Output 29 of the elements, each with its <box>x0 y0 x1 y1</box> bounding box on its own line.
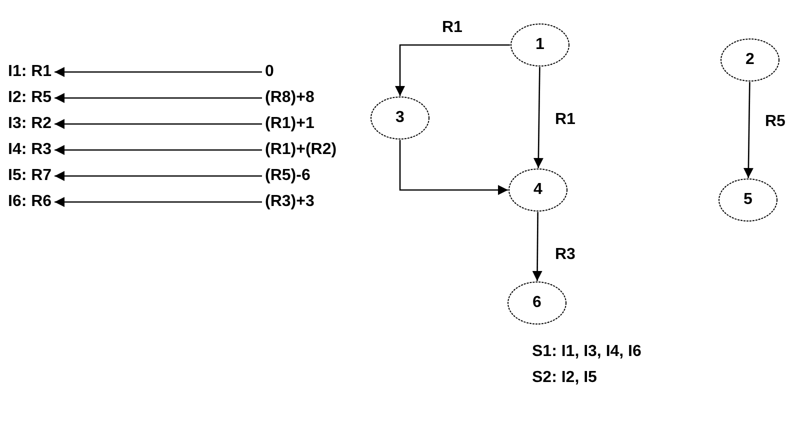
instruction-text: I3: R2 <box>8 114 52 134</box>
arrow <box>54 119 262 129</box>
arrow <box>54 145 262 155</box>
expression-text: (R1)+1 <box>265 114 314 134</box>
numbered-circle: 5 <box>718 178 778 222</box>
numbered-circle: 4 <box>508 168 568 212</box>
arrow <box>54 197 262 207</box>
instruction-text: I2: R5 <box>8 88 52 108</box>
arrow <box>743 82 754 178</box>
arrow <box>533 67 544 168</box>
numbered-circle: 1 <box>510 23 570 67</box>
numbered-circle: 6 <box>507 281 567 325</box>
instruction-text: I1: R1 <box>8 62 52 82</box>
expression-text: (R1)+(R2) <box>265 140 337 160</box>
instruction-text: I5: R7 <box>8 166 52 186</box>
expression-text: (R8)+8 <box>265 88 314 108</box>
expression-text: 0 <box>265 62 274 82</box>
arrow <box>54 171 262 181</box>
instruction-text: I4: R3 <box>8 140 52 160</box>
arrow <box>54 67 262 77</box>
numbered-circle: 2 <box>720 38 780 82</box>
numbered-circle: 3 <box>370 96 430 140</box>
expression-text: (R3)+3 <box>265 192 314 212</box>
arrow <box>532 212 542 281</box>
instruction-text: I6: R6 <box>8 192 52 212</box>
expression-text: (R5)-6 <box>265 166 310 186</box>
arrow <box>399 140 508 195</box>
arrow <box>395 44 510 96</box>
arrow <box>54 93 262 103</box>
